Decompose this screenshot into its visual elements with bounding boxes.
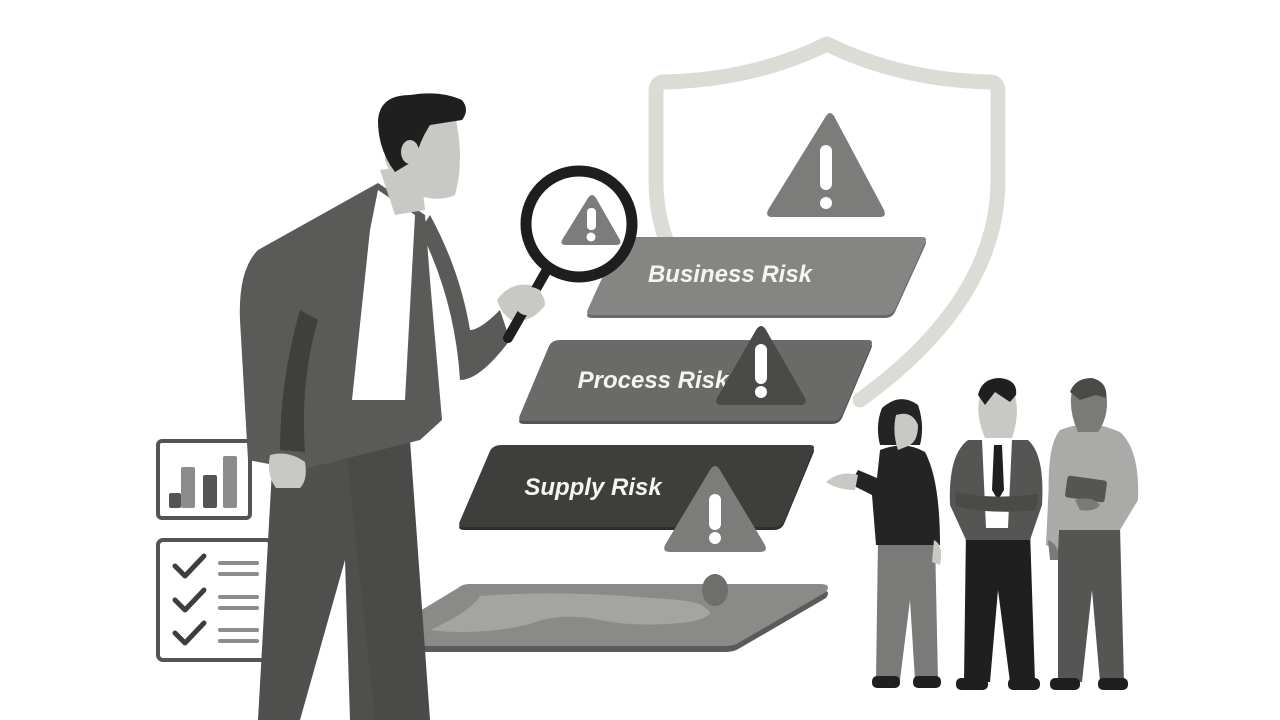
warning-icon [716, 326, 806, 405]
risk-banner-supply: Supply Risk [459, 445, 814, 530]
analyst-figure [239, 93, 545, 720]
warning-icon [664, 466, 766, 552]
magnifying-glass-icon [503, 165, 638, 343]
team-member-woman [826, 399, 942, 688]
warning-icon [767, 113, 885, 217]
risk-banner-business: Business Risk [587, 237, 926, 318]
banner-label-process: Process Risk [578, 367, 730, 394]
bar-chart-icon [156, 439, 252, 520]
map-board [369, 574, 828, 652]
team-member-tablet [1046, 378, 1139, 690]
team-member-suit [949, 378, 1043, 690]
risk-banner-process: Process Risk [519, 340, 872, 424]
checklist-icon [156, 538, 273, 662]
banner-label-supply: Supply Risk [524, 474, 663, 501]
banner-label-business: Business Risk [648, 261, 814, 288]
shield-icon [648, 36, 1006, 408]
